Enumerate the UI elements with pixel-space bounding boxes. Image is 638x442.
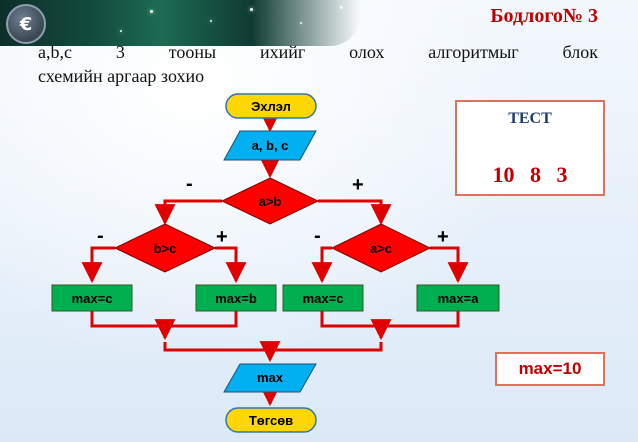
connector-main-yes bbox=[318, 199, 392, 226]
main-yes-sign: + bbox=[352, 174, 364, 196]
connector-right-no bbox=[311, 246, 333, 284]
decision-left: b>c bbox=[113, 223, 217, 273]
process-right-yes: max=a bbox=[416, 284, 500, 312]
connector-merge-left bbox=[163, 341, 281, 363]
process-right-yes-label: max=a bbox=[438, 291, 480, 306]
header-banner bbox=[0, 0, 360, 46]
start-label: Эхлэл bbox=[251, 99, 291, 114]
end-label: Төгсөв bbox=[249, 413, 293, 428]
connector-out3-merge bbox=[320, 311, 392, 341]
decision-right: a>c bbox=[330, 223, 432, 273]
process-left-yes: max=b bbox=[195, 284, 277, 312]
result-box: max=10 bbox=[495, 352, 605, 386]
left-no-sign: - bbox=[97, 225, 104, 247]
decision-right-label: a>c bbox=[370, 241, 392, 256]
output-label: max bbox=[257, 370, 284, 385]
task-text-line1: a,b,c 3 тооны ихийг олох алгоритмыг блок bbox=[38, 42, 598, 62]
connector-merge-right bbox=[270, 342, 383, 352]
left-yes-sign: + bbox=[216, 226, 228, 248]
process-left-no-label: max=c bbox=[72, 291, 113, 306]
decision-main-label: a>b bbox=[259, 194, 282, 209]
decision-left-label: b>c bbox=[154, 241, 177, 256]
right-yes-sign: + bbox=[437, 226, 449, 248]
connector-out4-merge bbox=[381, 311, 460, 328]
process-left-yes-label: max=b bbox=[215, 291, 257, 306]
connector-left-no bbox=[81, 246, 115, 284]
decision-main: a>b bbox=[220, 177, 320, 225]
input-block: a, b, c bbox=[223, 130, 317, 161]
connector-right-yes bbox=[430, 246, 469, 284]
input-label: a, b, c bbox=[252, 138, 289, 153]
right-no-sign: - bbox=[314, 225, 321, 247]
connectors bbox=[81, 111, 469, 407]
process-right-no-label: max=c bbox=[303, 291, 344, 306]
task-text-line2: схемийн аргаар зохио bbox=[38, 66, 205, 86]
output-block: max bbox=[223, 363, 317, 393]
currency-logo-icon: € bbox=[6, 4, 46, 44]
test-box: ТЕСТ 10 8 3 bbox=[455, 100, 605, 196]
task-title: Бодлого№ 3 bbox=[490, 5, 598, 27]
main-no-sign: - bbox=[186, 173, 193, 195]
process-left-no: max=c bbox=[51, 284, 133, 312]
test-values: 10 8 3 bbox=[492, 162, 568, 187]
connector-out2-merge bbox=[165, 311, 238, 328]
process-right-no: max=c bbox=[282, 284, 364, 312]
test-label: ТЕСТ bbox=[508, 110, 552, 127]
connector-main-no bbox=[154, 199, 222, 226]
end-terminal: Төгсөв bbox=[225, 407, 317, 433]
connector-left-yes bbox=[215, 246, 247, 284]
connector-out1-merge bbox=[90, 311, 176, 341]
start-terminal: Эхлэл bbox=[225, 93, 317, 119]
